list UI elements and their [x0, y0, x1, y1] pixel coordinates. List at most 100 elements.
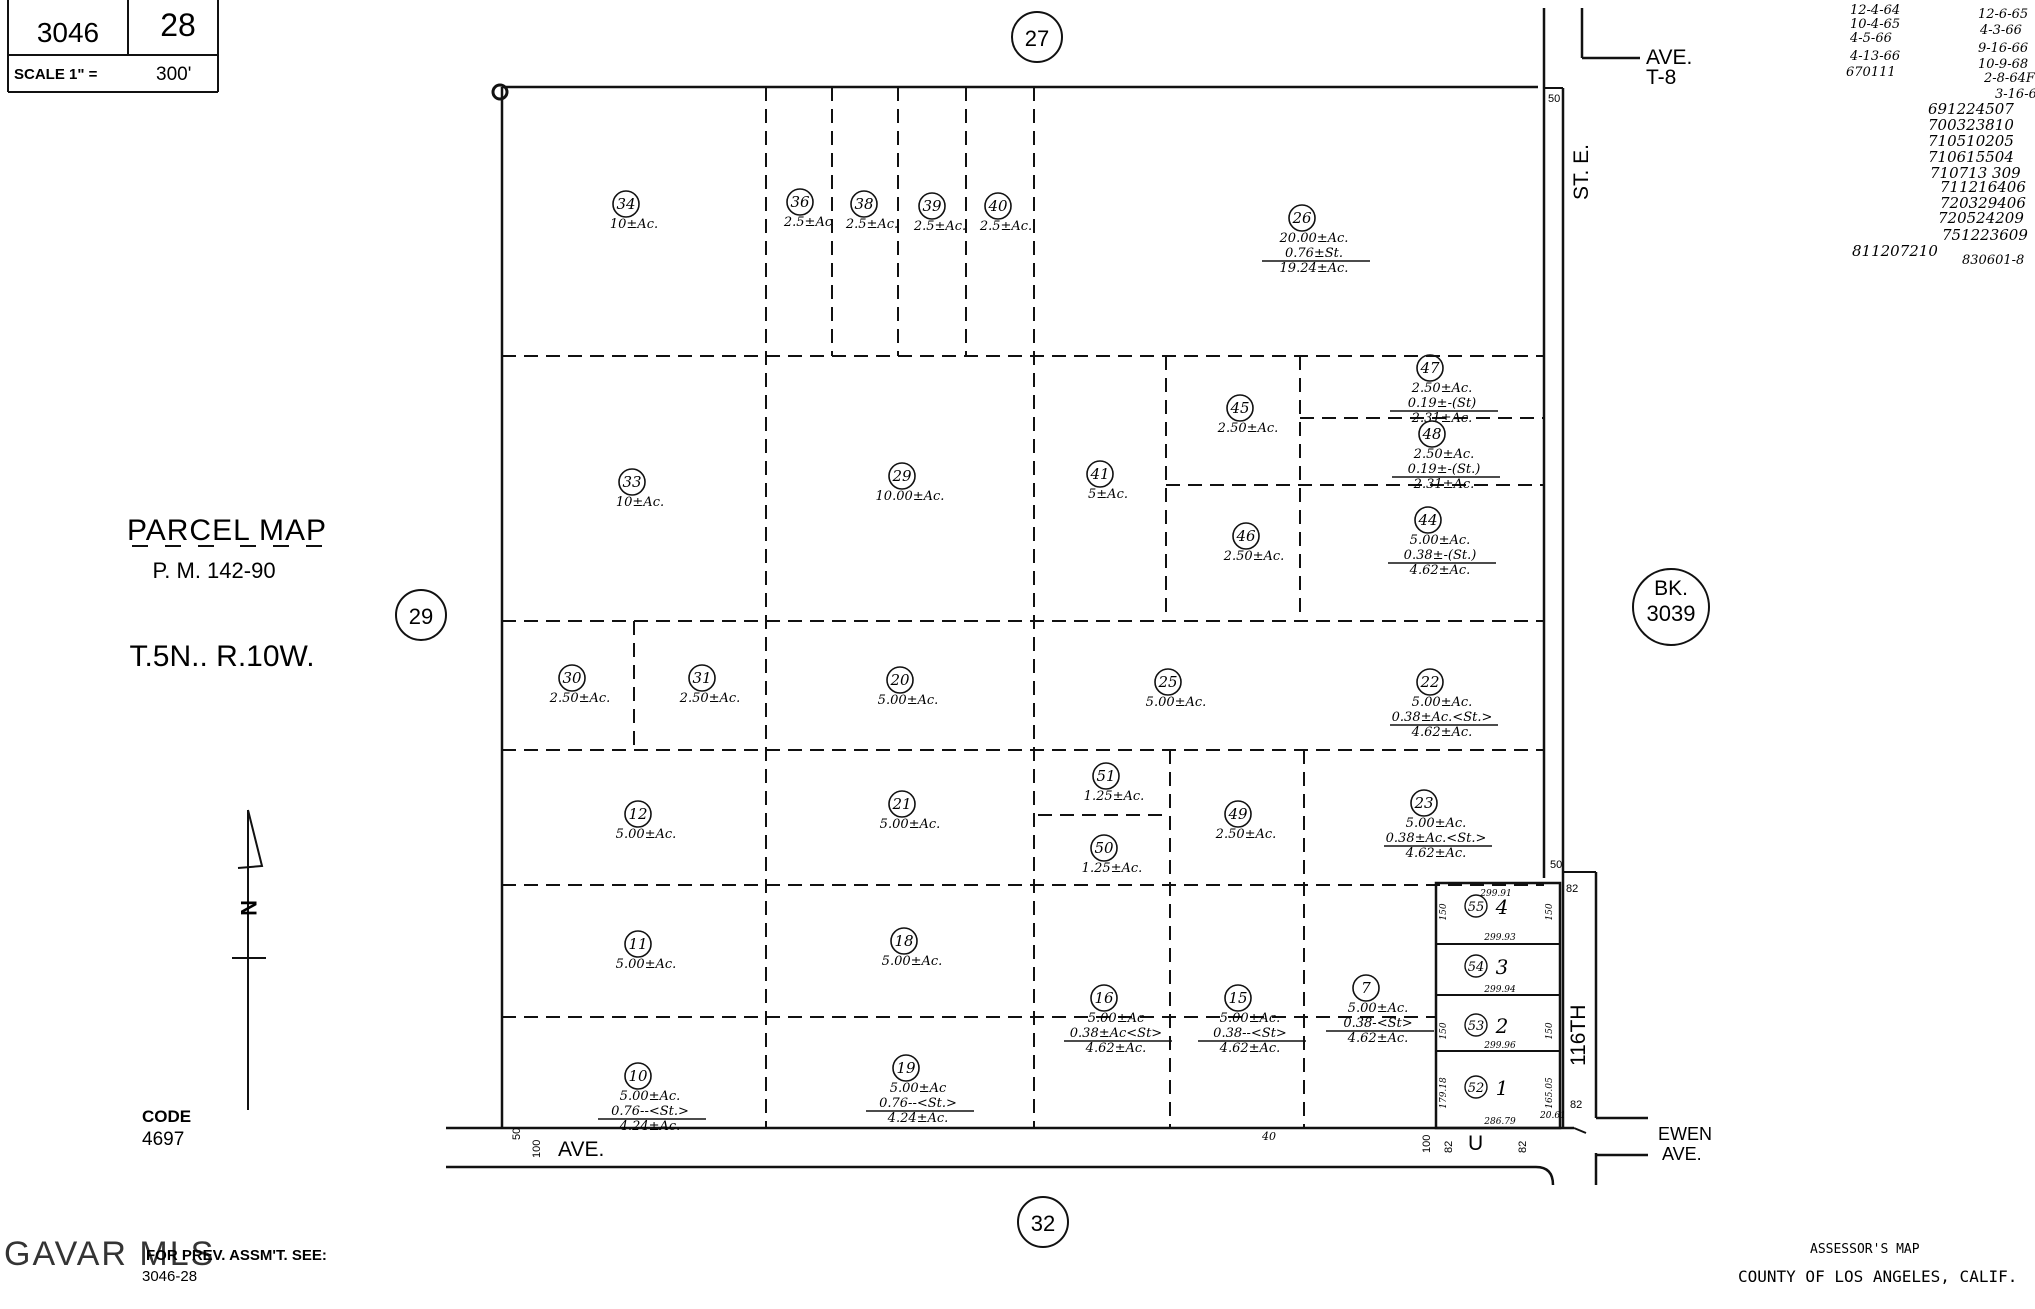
- parcel-16[interactable]: 165.00±Ac0.38±Ac<St>4.62±Ac.: [1064, 984, 1172, 1056]
- parcel-40[interactable]: 402.5±Ac.: [979, 192, 1032, 234]
- parcel-number-circle: [890, 927, 918, 955]
- parcel-51[interactable]: 511.25±Ac.: [1084, 762, 1145, 804]
- parcel-area: 4.62±Ac.: [1219, 1041, 1281, 1056]
- code-label: CODE: [142, 1107, 191, 1126]
- parcel-area: 2.50±Ac.: [549, 691, 611, 706]
- svg-text:32: 32: [1031, 1211, 1055, 1236]
- parcel-29[interactable]: 29 10.00±Ac.: [876, 462, 945, 504]
- parcel-number-circle: [1288, 204, 1316, 232]
- prev-assessment-ref: 3046-28: [142, 1268, 197, 1285]
- parcel-38[interactable]: 382.5±Ac.: [845, 190, 898, 232]
- parcel-number-circle: [624, 930, 652, 958]
- parcel-area: 2.50±Ac.: [1411, 381, 1473, 396]
- lot-parcel-circle: [1464, 894, 1488, 918]
- parcel-15[interactable]: 155.00±Ac.0.38--<St>4.62±Ac.: [1198, 984, 1306, 1056]
- parcel-25[interactable]: 255.00±Ac.: [1146, 668, 1207, 710]
- svg-text:82: 82: [1566, 883, 1578, 895]
- parcel-area: 5.00±Ac.: [1348, 1001, 1409, 1016]
- parcel-number: 40: [987, 197, 1008, 215]
- svg-text:9-16-66: 9-16-66: [1978, 41, 2028, 56]
- parcel-number-circle: [1090, 834, 1118, 862]
- svg-text:691224507: 691224507: [1928, 100, 2014, 118]
- parcel-number-circle: [558, 664, 586, 692]
- parcel-area: 10.00±Ac.: [876, 489, 945, 504]
- parcel-number-circle: [612, 190, 640, 218]
- parcel-19[interactable]: 195.00±Ac0.76--<St.>4.24±Ac.: [866, 1054, 974, 1126]
- parcel-22[interactable]: 225.00±Ac.0.38±Ac.<St.>4.62±Ac.: [1390, 668, 1498, 740]
- svg-text:12-4-64: 12-4-64: [1850, 3, 1900, 18]
- adjacent-page-west[interactable]: 29: [395, 589, 447, 641]
- svg-text:830601-8: 830601-8: [1962, 253, 2024, 268]
- lot-parcel-circle: [1464, 1075, 1488, 1099]
- parcel-area: 2.50±Ac.: [1413, 447, 1475, 462]
- parcel-area: 4.62±Ac.: [1405, 846, 1467, 861]
- north-arrow-icon: N: [232, 809, 266, 1110]
- parcel-11[interactable]: 115.00±Ac.: [616, 930, 677, 972]
- parcel-number: 29: [891, 467, 912, 485]
- parcel-18[interactable]: 185.00±Ac.: [882, 927, 943, 969]
- parcel-area: 2.50±Ac.: [1223, 549, 1285, 564]
- parcel-number: 21: [891, 795, 911, 813]
- parcel-41[interactable]: 415±Ac.: [1086, 460, 1128, 502]
- svg-text:40: 40: [1261, 1130, 1276, 1143]
- parcel-36[interactable]: 362.5±Ac: [783, 188, 833, 230]
- parcel-44[interactable]: 445.00±Ac.0.38±-(St.)4.62±Ac.: [1388, 506, 1496, 578]
- lot-dimension: 299.91: [1479, 889, 1512, 899]
- lot-side-left: 150: [1439, 903, 1449, 920]
- parcel-number-circle: [624, 800, 652, 828]
- parcel-number: 44: [1417, 511, 1437, 529]
- parcel-48[interactable]: 482.50±Ac.0.19±-(St.)2.31±Ac.: [1392, 420, 1500, 492]
- street-ave-t8-name: T-8: [1646, 66, 1676, 89]
- parcel-7[interactable]: 75.00±Ac.0.38-<St>4.62±Ac.: [1326, 974, 1434, 1046]
- adjacent-book-east[interactable]: BK. 3039: [1632, 568, 1710, 646]
- parcel-number: 12: [628, 805, 647, 823]
- parcel-45[interactable]: 452.50±Ac.: [1217, 394, 1279, 436]
- parcel-number-circle: [618, 468, 646, 496]
- lot-dimension: 299.96: [1483, 1041, 1516, 1051]
- parcel-21[interactable]: 21 5.00±Ac.: [880, 790, 941, 832]
- parcel-30[interactable]: 302.50±Ac.: [549, 664, 611, 706]
- svg-text:82: 82: [1570, 1099, 1582, 1111]
- parcel-number: 20: [889, 671, 910, 689]
- lot-parcel-circle: [1464, 1013, 1488, 1037]
- parcel-number: 18: [894, 932, 913, 950]
- parcel-39[interactable]: 392.5±Ac.: [913, 192, 966, 234]
- lot-side-right: 150: [1545, 1022, 1555, 1039]
- parcel-20[interactable]: 20 5.00±Ac.: [878, 666, 939, 708]
- lot-parcel-number: 53: [1468, 1019, 1485, 1034]
- scale-label: SCALE 1" =: [14, 66, 98, 83]
- adjacent-page-north[interactable]: 27: [1011, 11, 1063, 63]
- parcel-number-circle: [888, 462, 916, 490]
- parcel-number: 38: [854, 195, 873, 213]
- parcel-area: 4.24±Ac.: [619, 1119, 681, 1134]
- revision-dates: 12-4-64 10-4-65 4-5-66 4-13-66 670111 12…: [1846, 3, 2035, 268]
- parcel-23[interactable]: 235.00±Ac.0.38±Ac.<St.>4.62±Ac.: [1384, 789, 1492, 861]
- parcel-area: 1.25±Ac.: [1084, 789, 1145, 804]
- parcel-10[interactable]: 105.00±Ac.0.76--<St.>4.24±Ac.: [598, 1062, 706, 1134]
- parcel-area: 5.00±Ac.: [880, 817, 941, 832]
- parcel-area: 1.25±Ac.: [1082, 861, 1143, 876]
- parcel-area: 5.00±Ac.: [878, 693, 939, 708]
- parcel-map-ref: P. M. 142-90: [152, 558, 275, 583]
- svg-text:811207210: 811207210: [1852, 242, 1938, 260]
- parcel-number-circle: [1090, 984, 1118, 1012]
- parcel-49[interactable]: 492.50±Ac.: [1215, 800, 1277, 842]
- parcel-31[interactable]: 312.50±Ac.: [679, 664, 741, 706]
- parcel-46[interactable]: 462.50±Ac.: [1223, 522, 1285, 564]
- parcel-number-circle: [850, 190, 878, 218]
- svg-text:720524209: 720524209: [1938, 209, 2024, 227]
- adjacent-page-south[interactable]: 32: [1017, 1196, 1069, 1248]
- parcel-50[interactable]: 501.25±Ac.: [1082, 834, 1143, 876]
- parcel-area: 0.76±St.: [1285, 246, 1343, 261]
- prev-assessment-label: FOR PREV. ASSM'T. SEE:: [146, 1247, 327, 1264]
- parcel-12[interactable]: 125.00±Ac.: [616, 800, 677, 842]
- parcel-47[interactable]: 472.50±Ac.0.19±-(St)2.31±Ac.: [1390, 354, 1498, 426]
- parcel-number: 36: [790, 193, 810, 211]
